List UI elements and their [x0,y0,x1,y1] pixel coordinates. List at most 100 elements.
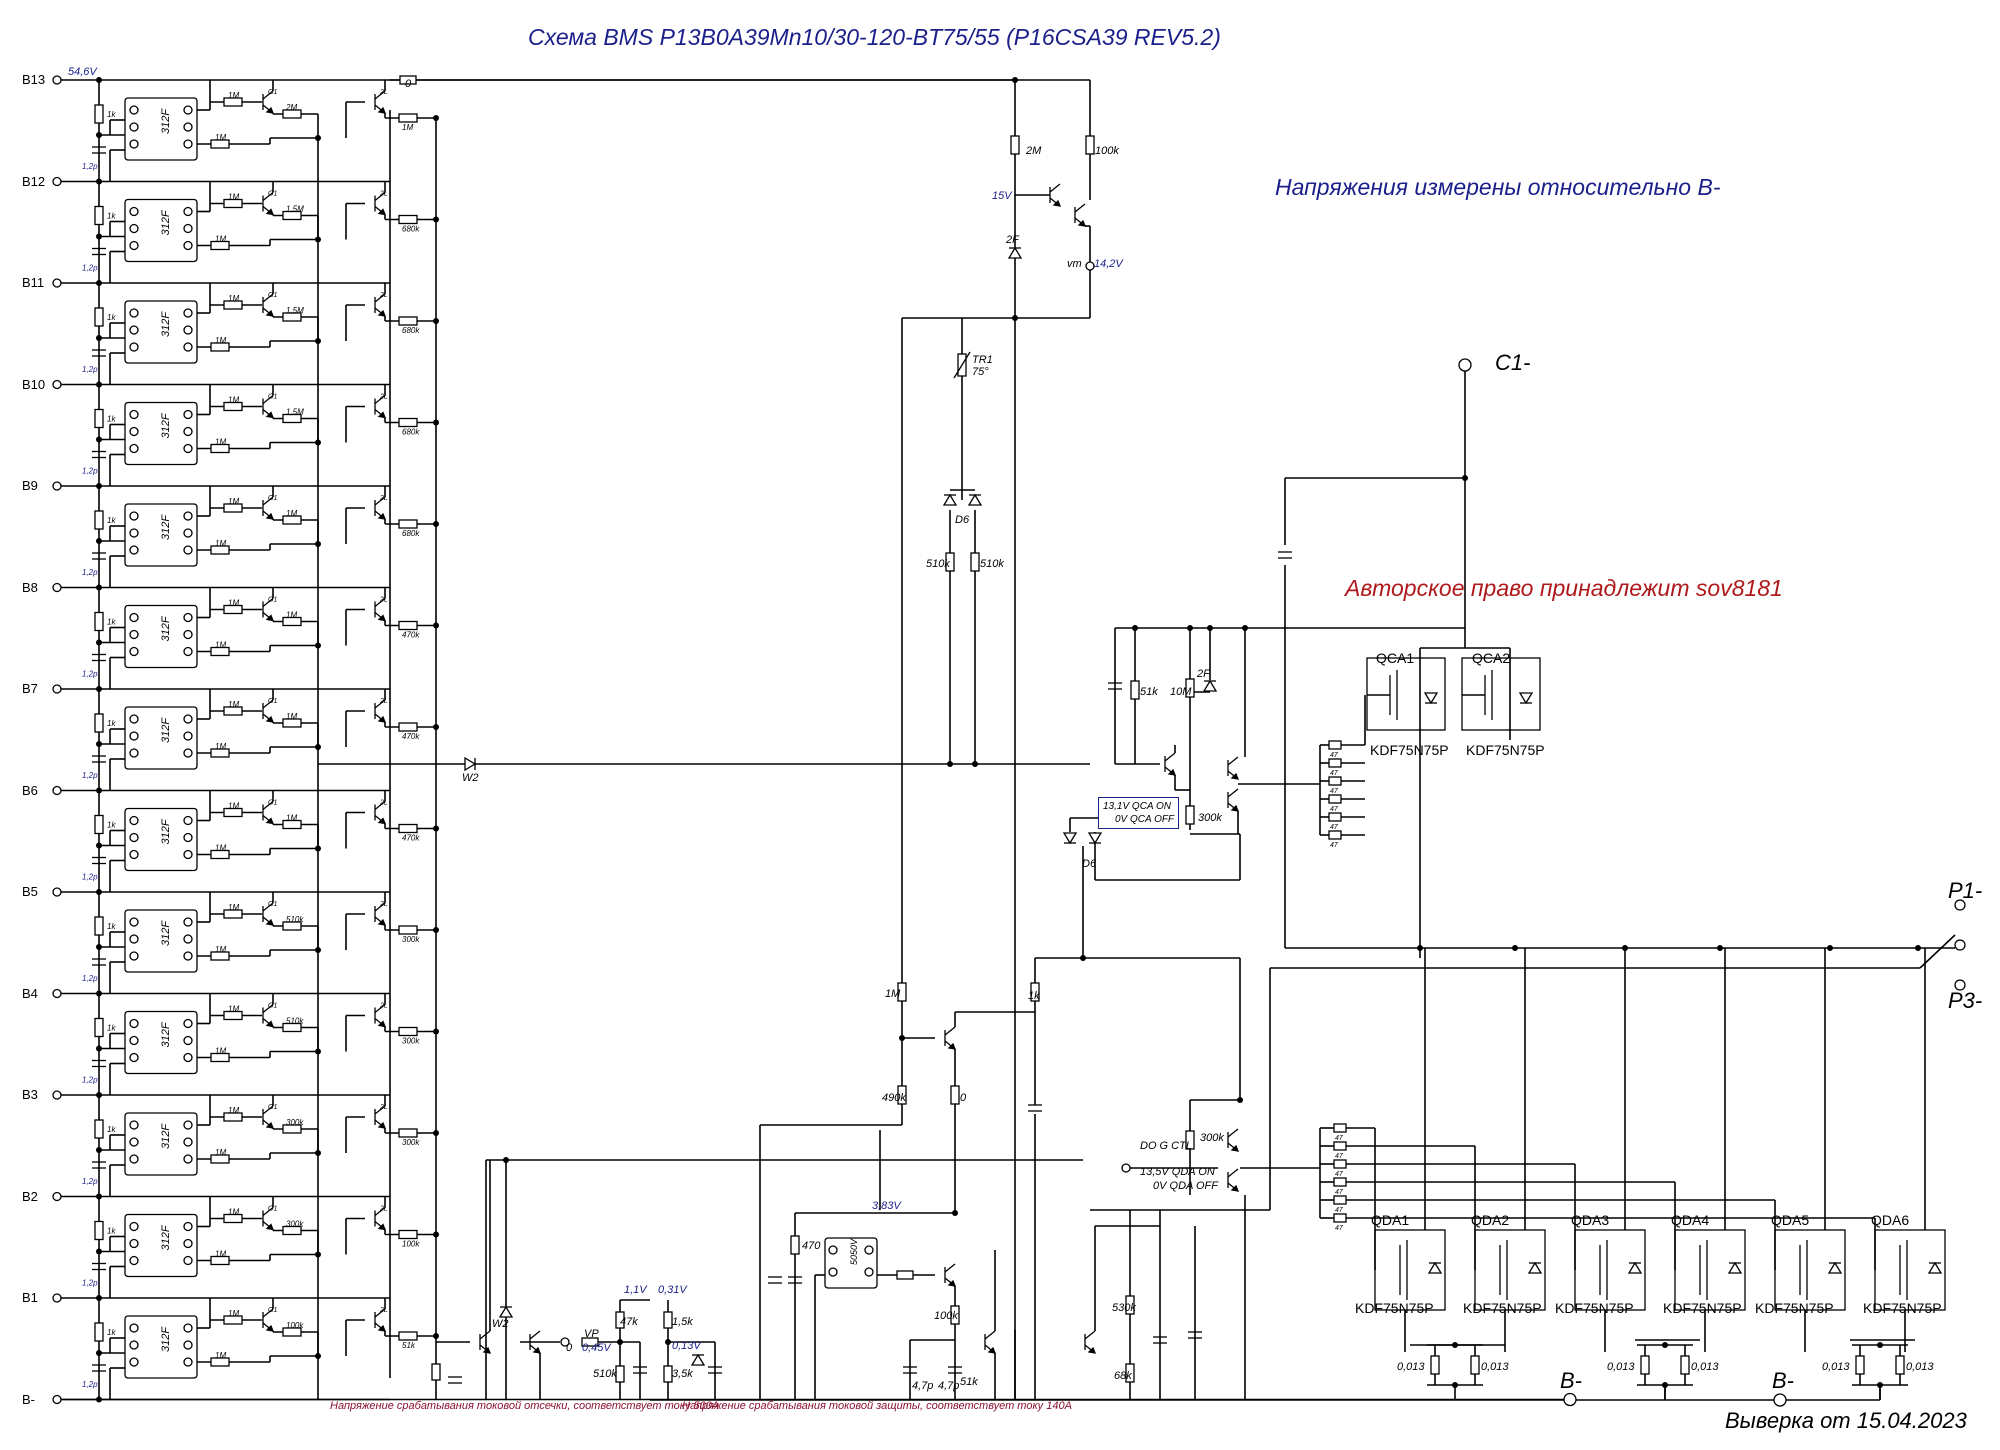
cell-resistor [398,1331,418,1341]
transistor-g1-e [984,1330,996,1340]
resistor-10m [1185,678,1195,698]
cell-transistor [262,1003,274,1014]
junction-dot [952,1210,958,1216]
ic-pin [183,409,193,420]
mosfet-qda3-part: KDF75N75P [1555,1300,1634,1316]
vp-node [560,1337,570,1347]
junction-dot [1915,945,1921,951]
junction-dot [96,483,102,489]
terminal-b-minus-2-ring [1773,1393,1787,1407]
ic-pin [129,934,139,944]
row-rb-value: 510k [286,915,304,924]
qda-state-on: 13,5V QDA ON [1140,1166,1215,1178]
cell-transistor [377,411,387,419]
junction-dot [433,521,439,527]
ic-pin [129,443,139,454]
junction-dot [315,541,321,547]
row-rc-value: 1M [215,133,226,142]
battery-terminal-ring [52,75,62,85]
junction-dot [433,622,439,629]
row-ra-value: 1M [228,396,239,405]
cell-resistor [94,713,104,733]
ic-pin [129,1357,139,1367]
cell-resistor [223,807,243,818]
row-rb-value: 300k [286,1220,304,1229]
cell-resistor [282,1225,302,1236]
transistor-label: G1 [268,1104,277,1111]
v0-label: 0 [566,1342,573,1354]
ic-5050v-label: 5050V [849,1238,859,1265]
cell-protection-ic [124,401,198,466]
transistor-label: 2L [379,800,388,807]
revision-date: Выверка от 15.04.2023 [1725,1408,1967,1433]
mosfet-qca1-body [1366,657,1446,731]
zener-2f-b-label: 2F [1197,668,1210,680]
battery-input-b4: B4 [22,985,38,1001]
cell-ic-label: 312F [160,311,172,337]
cell-transistor [377,208,387,216]
gate-resistor-value: 47 [1330,788,1339,795]
mosfet-qda4-body [1674,1229,1746,1311]
gate-resistor [1328,812,1342,822]
resistor-470 [790,1235,800,1255]
cell-resistor [398,1026,418,1037]
cell-capacitor-value: 1,2p [82,1279,98,1288]
cell-resistor [282,1327,302,1337]
cell-resistor [210,849,230,860]
junction-dot [433,927,439,933]
battery-input-bminus: B- [22,1391,35,1407]
ic-pin [129,731,139,741]
junction-dot [96,1350,102,1356]
ic-pin [129,951,139,961]
d6-top-label: D6 [955,514,970,526]
cell-protection-ic [124,604,198,669]
r-100k-label: 100k [1095,145,1119,157]
row-rout-value: 470k [402,732,420,741]
cell-protection-ic [124,1315,198,1379]
ic-pin [129,139,139,149]
junction-dot [96,77,102,83]
diode-d6-b [1062,832,1078,845]
gate-resistor [1328,794,1342,804]
junction-dot [1012,77,1018,83]
junction-dot [96,889,102,895]
cell-transistor [374,1003,386,1014]
cell-ic-label: 312F [160,209,172,235]
cell-resistor [223,198,243,209]
ic-pin [183,1255,193,1266]
cell-resistor-value: 1k [107,922,116,931]
shunt-resistor [1855,1355,1865,1375]
gate-resistor-value: 47 [1335,1153,1344,1160]
transistor-g1-h [1084,1330,1096,1340]
cell-protection-ic [124,503,198,567]
mosfet-body-diode [1827,1261,1843,1274]
ic-pin [183,612,193,623]
cell-resistor-value: 1k [107,516,116,525]
cell-ic-label: 312F [160,615,172,641]
ic-pin [129,1035,139,1046]
junction-dot [1237,1097,1243,1103]
gate-resistor-value: 47 [1335,1171,1344,1178]
battery-terminal-ring [52,1090,62,1100]
row-ra-value: 1M [228,1208,239,1217]
junction-dot [96,944,102,950]
cell-resistor [398,113,418,123]
transistor-label: 2L [379,597,388,604]
cell-resistor [223,1315,243,1325]
cell-transistor [262,90,274,100]
terminal-b-minus-1: B- [1560,1368,1582,1393]
transistor-label: G1 [268,1003,277,1010]
row-rb-value: 100k [286,1321,304,1330]
gate-resistor-value: 47 [1330,752,1339,759]
v15-label: 15V [992,190,1012,202]
cell-resistor [210,748,230,758]
resistor-2m [1010,135,1020,155]
battery-input-b8: B8 [22,579,38,595]
cell-resistor [210,240,230,251]
cell-resistor [282,1124,302,1134]
row-rb-value: 1,5M [286,408,304,417]
v142-label: 14,2V [1094,258,1123,270]
row-rb-value: 300k [286,1118,304,1127]
terminal-b-minus-2: B- [1772,1368,1794,1393]
v031-label: 0,31V [658,1284,687,1296]
